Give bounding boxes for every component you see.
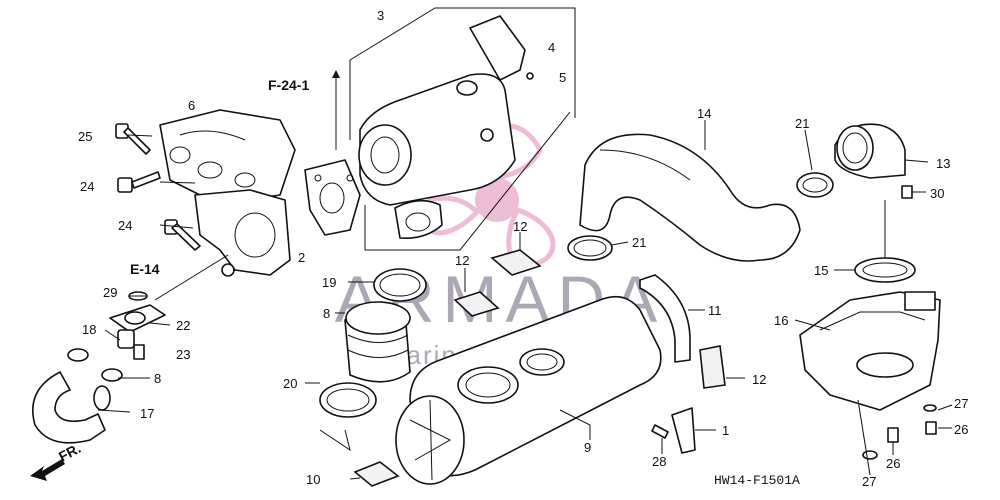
callout-12-right: 12	[752, 372, 766, 387]
callout-16: 16	[774, 313, 788, 328]
part-26-bolt-lower	[887, 427, 899, 443]
callout-15: 15	[814, 263, 828, 278]
callout-27-right: 27	[954, 396, 968, 411]
part-25-bolt	[115, 123, 151, 155]
part-4-plate	[469, 15, 526, 81]
part-gasket-flange	[304, 159, 361, 236]
part-3-upper-silencer	[349, 7, 576, 251]
callout-23: 23	[176, 347, 190, 362]
part-23-bolt	[133, 344, 145, 360]
callout-26-right: 26	[954, 422, 968, 437]
callout-labels: 3 4 5 6 25 24 24 2 29 22 18 23 8 17 19 8…	[78, 8, 968, 489]
callout-21-upper: 21	[795, 116, 809, 131]
callout-5: 5	[559, 70, 566, 85]
part-17-hose	[31, 371, 111, 444]
callout-20: 20	[283, 376, 297, 391]
callout-14: 14	[697, 106, 711, 121]
f24-reference	[332, 70, 340, 150]
callout-3: 3	[377, 8, 384, 23]
part-27-washer-right	[923, 404, 937, 412]
callout-30: 30	[930, 186, 944, 201]
part-30-screw	[901, 185, 913, 199]
callout-12-mid: 12	[455, 253, 469, 268]
callout-1-bracket: 1	[722, 423, 729, 438]
part-24-bolt-upper	[117, 171, 161, 193]
part-21-clamp-mid	[567, 235, 613, 261]
callout-24-upper: 24	[80, 179, 94, 194]
callout-28: 28	[652, 454, 666, 469]
part-12-pad-upper	[490, 249, 542, 276]
part-14-hose	[579, 133, 801, 262]
callout-13: 13	[936, 156, 950, 171]
callout-17: 17	[140, 406, 154, 421]
callout-12-upper: 12	[513, 219, 527, 234]
part-16-air-box	[799, 291, 941, 411]
callout-21-mid: 21	[632, 235, 646, 250]
part-12-pad-right	[699, 345, 726, 389]
part-9-silencer	[395, 295, 662, 485]
callout-9: 9	[584, 440, 591, 455]
part-11-strap	[639, 274, 691, 363]
part-5-screw	[526, 72, 534, 80]
part-13-elbow	[834, 123, 906, 179]
callout-11: 11	[708, 303, 722, 318]
callout-29: 29	[103, 285, 117, 300]
callout-24-lower: 24	[118, 218, 132, 233]
part-18-joint	[117, 329, 135, 349]
callout-8-sleeve: 8	[323, 306, 330, 321]
callout-8-small: 8	[154, 371, 161, 386]
callout-25: 25	[78, 129, 92, 144]
part-20-clamp	[319, 382, 377, 418]
part-8-rubber-sleeve	[344, 301, 411, 383]
callout-22: 22	[176, 318, 190, 333]
callout-27-lower: 27	[862, 474, 876, 489]
part-24-bolt-lower	[164, 219, 201, 251]
part-19-clamp	[373, 268, 427, 302]
callout-26-lower: 26	[886, 456, 900, 471]
part-27-washer-lower	[862, 450, 878, 460]
callout-6: 6	[188, 98, 195, 113]
callout-19: 19	[322, 275, 336, 290]
reference-e14: E-14	[130, 261, 160, 277]
part-21-clamp-upper	[796, 172, 834, 198]
part-22-fitting	[109, 304, 166, 333]
part-8-clamps-small	[67, 348, 123, 382]
part-26-bolt-right	[925, 421, 937, 435]
reference-f24-1: F-24-1	[268, 77, 309, 93]
diagram-code: HW14-F1501A	[714, 473, 800, 488]
callout-4: 4	[548, 40, 555, 55]
part-2-exhaust-body	[194, 189, 291, 277]
callout-10: 10	[306, 472, 320, 487]
part-28-screw	[651, 424, 669, 439]
callout-2: 2	[298, 250, 305, 265]
part-10-pad	[353, 461, 400, 487]
part-1-bracket	[671, 407, 696, 454]
part-12-pad-mid	[453, 291, 500, 317]
callout-18: 18	[82, 322, 96, 337]
part-6-exhaust-manifold	[159, 109, 296, 201]
front-direction-arrow	[30, 459, 65, 481]
part-15-seal	[854, 257, 916, 283]
